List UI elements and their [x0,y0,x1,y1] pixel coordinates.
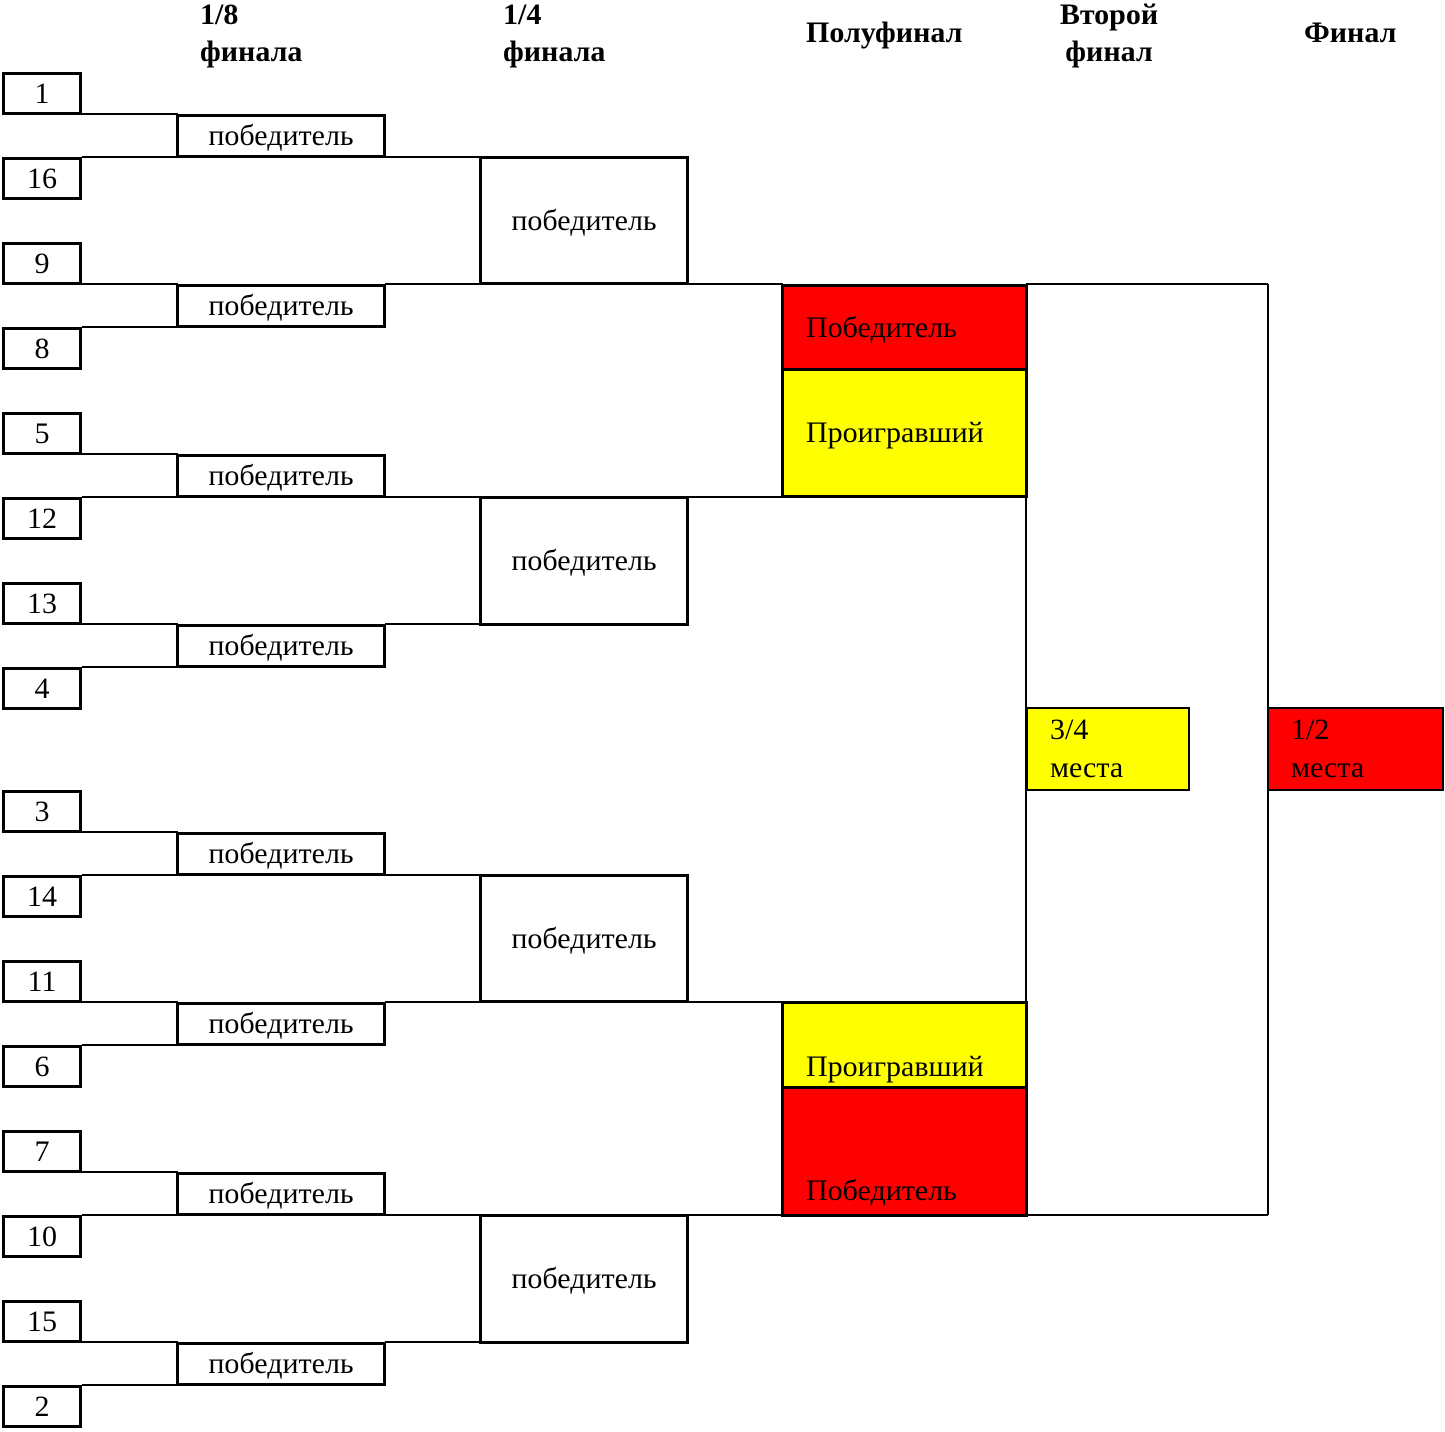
first-second-place-line2: места [1291,751,1365,784]
quarter-final-winner-box: победитель [479,496,689,626]
quarter-final-winner-box: победитель [479,1214,689,1344]
header-semi-final: Полуфинал [806,16,963,49]
quarter-final-winner-box: победитель [479,874,689,1003]
seed-box-16: 16 [2,157,82,200]
seed-box-1: 1 [2,72,82,115]
round-of-16-winner-box: победитель [176,284,386,328]
round-of-16-winner-box: победитель [176,624,386,668]
seed-box-7: 7 [2,1130,82,1173]
seed-box-14: 14 [2,875,82,918]
round-of-16-winner-box: победитель [176,1002,386,1046]
third-fourth-place-line1: 3/4 [1050,713,1089,746]
semi-final-loser-box-top: Проигравший [781,368,1028,498]
seed-box-12: 12 [2,497,82,540]
header-quarter-final-line1: 1/4 [503,0,542,31]
header-quarter-final: 1/4 финала [503,0,605,70]
seed-box-13: 13 [2,582,82,625]
round-of-16-winner-box: победитель [176,1172,386,1216]
header-second-final-line1: Второй [1059,0,1159,31]
round-of-16-winner-box: победитель [176,832,386,876]
semi-final-loser-box-bottom: Проигравший [781,1001,1028,1089]
third-fourth-place-box: 3/4 места [1026,707,1190,791]
seed-box-6: 6 [2,1045,82,1088]
round-of-16-winner-box: победитель [176,1342,386,1386]
seed-box-11: 11 [2,960,82,1003]
semi-final-winner-box-bottom: Победитель [781,1086,1028,1217]
seed-box-5: 5 [2,412,82,455]
quarter-final-winner-box: победитель [479,156,689,285]
seed-box-10: 10 [2,1215,82,1258]
header-second-final: Второй финал [1053,0,1165,70]
header-round-of-16: 1/8 финала [200,0,302,70]
first-second-place-line1: 1/2 [1291,713,1330,746]
seed-box-4: 4 [2,667,82,710]
header-second-final-line2: финал [1065,35,1153,68]
round-of-16-winner-box: победитель [176,454,386,498]
third-fourth-place-line2: места [1050,751,1124,784]
header-quarter-final-line2: финала [503,35,606,68]
header-round-of-16-line1: 1/8 [200,0,239,31]
seed-box-3: 3 [2,790,82,833]
semi-final-winner-box-top: Победитель [781,284,1028,371]
seed-box-2: 2 [2,1385,82,1428]
seed-box-9: 9 [2,242,82,285]
round-of-16-winner-box: победитель [176,114,386,158]
seed-box-15: 15 [2,1300,82,1343]
seed-box-8: 8 [2,327,82,370]
header-final: Финал [1304,16,1397,49]
header-round-of-16-line2: финала [200,35,303,68]
first-second-place-box: 1/2 места [1267,707,1444,791]
